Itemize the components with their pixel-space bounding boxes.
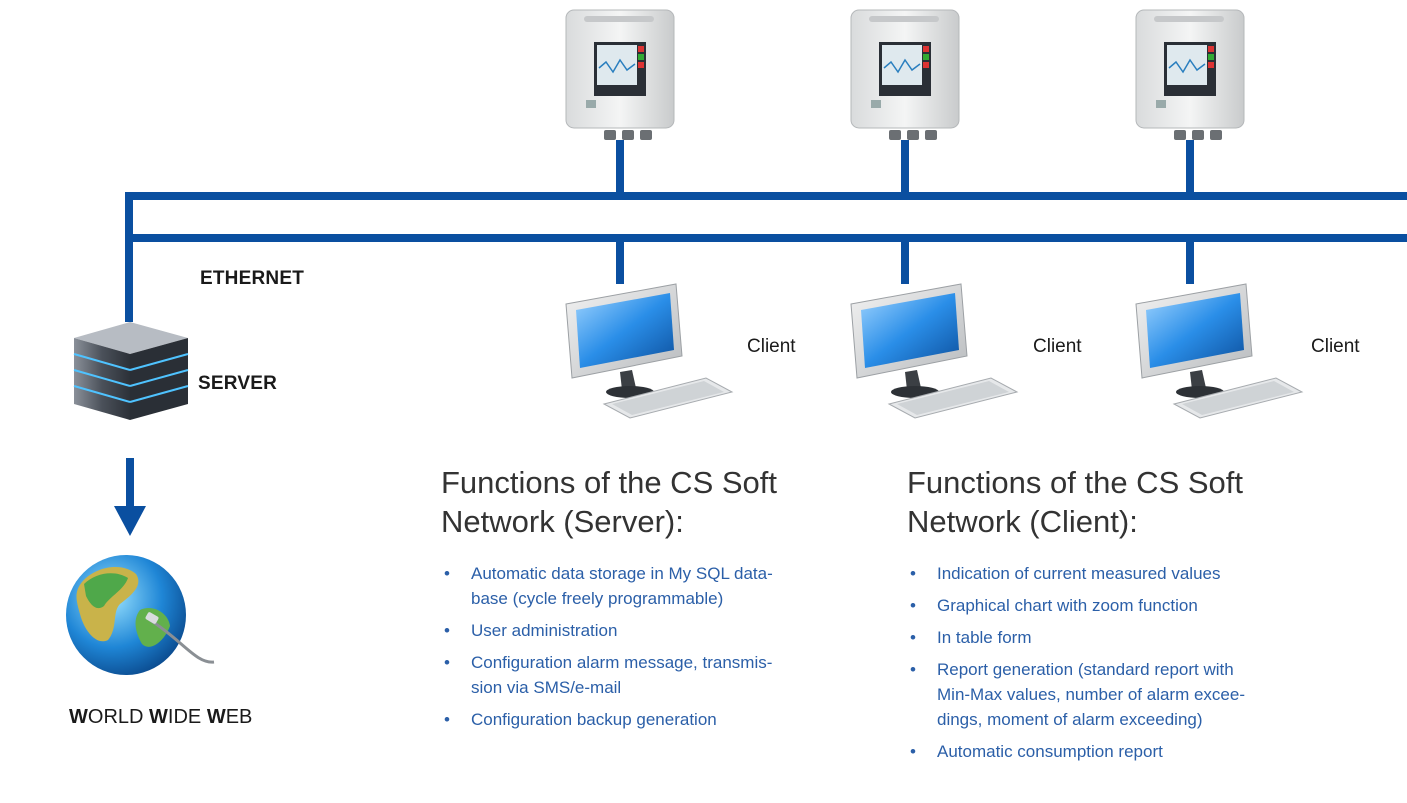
server-functions-list: Automatic data storage in My SQL data-ba… — [441, 561, 871, 739]
list-item: User administration — [441, 618, 871, 643]
list-item: Configuration alarm message, transmis-si… — [441, 650, 871, 700]
server-label: SERVER — [198, 373, 277, 394]
ethernet-bus — [125, 140, 1407, 322]
list-item: Automatic data storage in My SQL data-ba… — [441, 561, 871, 611]
client-label-1: Client — [747, 336, 796, 357]
list-item: In table form — [907, 625, 1387, 650]
client-label-2: Client — [1033, 336, 1082, 357]
measuring-device-1 — [565, 9, 675, 140]
client-computer-2 — [850, 283, 1019, 419]
server-icon — [73, 322, 189, 420]
list-item: Indication of current measured values — [907, 561, 1387, 586]
client-computer-1 — [565, 283, 734, 419]
list-item: Automatic consumption report — [907, 739, 1387, 764]
client-functions-heading: Functions of the CS Soft Network (Client… — [907, 465, 1244, 539]
client-functions-list: Indication of current measured values Gr… — [907, 561, 1387, 771]
globe-icon — [66, 555, 215, 675]
measuring-device-2 — [850, 9, 960, 140]
list-item: Report generation (standard report withM… — [907, 657, 1387, 732]
www-label: WORLD WIDE WEB — [69, 706, 253, 728]
client-computer-3 — [1135, 283, 1304, 419]
down-arrow-icon — [114, 458, 146, 536]
client-label-3: Client — [1311, 336, 1360, 357]
list-item: Graphical chart with zoom function — [907, 593, 1387, 618]
server-functions-heading: Functions of the CS Soft Network (Server… — [441, 465, 778, 539]
ethernet-label: ETHERNET — [200, 268, 304, 289]
measuring-device-3 — [1135, 9, 1245, 140]
list-item: Configuration backup generation — [441, 707, 871, 732]
